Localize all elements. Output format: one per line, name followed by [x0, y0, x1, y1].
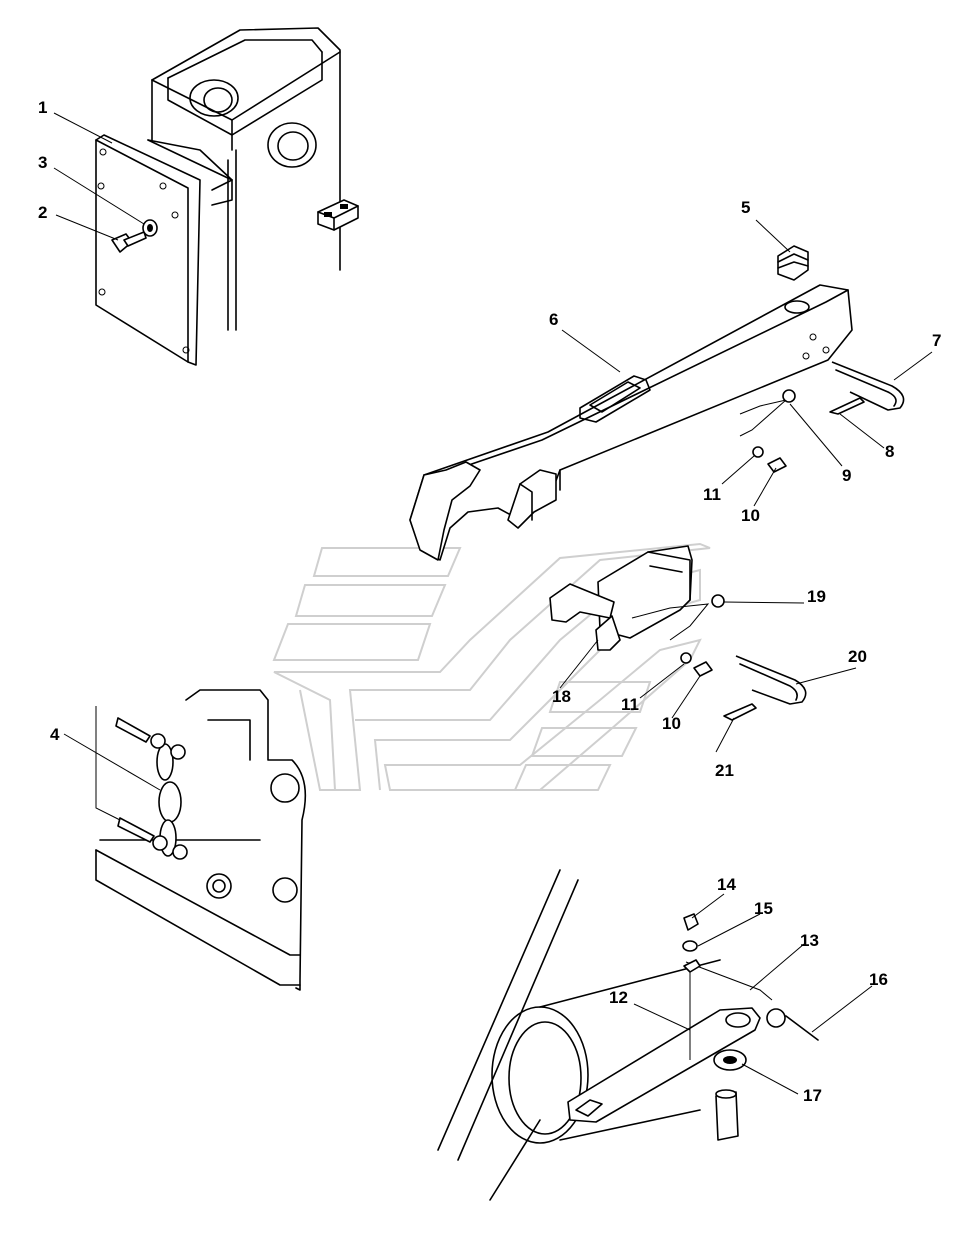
- callout-9: 9: [842, 466, 851, 485]
- lanyard: [683, 959, 773, 1060]
- leader-lines: [53, 112, 933, 1095]
- bolt: [767, 457, 787, 473]
- lanyard: [739, 389, 796, 437]
- bolt: [111, 231, 147, 253]
- linch-pin: [723, 703, 757, 721]
- u-pin: [831, 361, 905, 411]
- washer: [682, 940, 698, 952]
- plate: [95, 134, 201, 366]
- callout-20: 20: [848, 647, 867, 666]
- bolt: [683, 913, 699, 931]
- lanyard: [631, 594, 725, 641]
- fork-arm: [409, 284, 853, 561]
- fork-extension: [549, 545, 693, 651]
- chain: [95, 706, 188, 860]
- mount-block: [317, 199, 359, 231]
- washer: [752, 446, 764, 458]
- callout-2: 2: [38, 203, 47, 222]
- callout-11a: 11: [703, 485, 721, 504]
- bolt: [693, 661, 713, 677]
- callout-16: 16: [869, 970, 888, 989]
- mast-column: [147, 27, 341, 331]
- callout-12: 12: [609, 988, 628, 1007]
- callout-19: 19: [807, 587, 826, 606]
- callouts: 1 2 3 4 5 6 7 8 9 10 10 11 11 12 13 14 1…: [38, 98, 941, 1105]
- callout-4: 4: [50, 725, 60, 744]
- u-pin: [735, 655, 807, 705]
- callout-21: 21: [715, 761, 734, 780]
- callout-8: 8: [885, 442, 894, 461]
- callout-3: 3: [38, 153, 47, 172]
- linch-pin: [829, 397, 865, 415]
- callout-10a: 10: [741, 506, 760, 525]
- callout-5: 5: [741, 198, 750, 217]
- frame: [95, 689, 307, 991]
- rubber-bumper: [777, 245, 809, 281]
- callout-11b: 11: [621, 695, 639, 714]
- callout-17: 17: [803, 1086, 822, 1105]
- callout-6: 6: [549, 310, 558, 329]
- callout-14: 14: [717, 875, 736, 894]
- washer: [680, 652, 692, 664]
- bracket: [567, 1007, 761, 1123]
- pin: [715, 1089, 739, 1141]
- watermark-logo: [272, 542, 711, 791]
- washer: [142, 219, 158, 237]
- callout-10b: 10: [662, 714, 681, 733]
- callout-7: 7: [932, 331, 941, 350]
- rubber-bumper: [713, 1049, 747, 1071]
- callout-13: 13: [800, 931, 819, 950]
- callout-15: 15: [754, 899, 773, 918]
- callout-1: 1: [38, 98, 47, 117]
- snap-ring: [766, 1008, 819, 1041]
- callout-18: 18: [552, 687, 571, 706]
